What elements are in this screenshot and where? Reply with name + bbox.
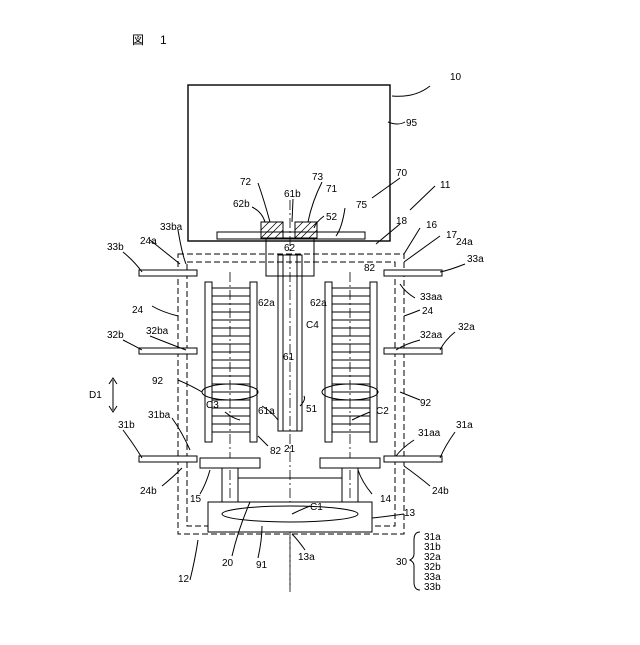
label-24-right: 24: [422, 306, 434, 317]
label-31a: 31a: [456, 420, 473, 431]
direction-arrow-D1: [109, 378, 117, 412]
label-33ba: 33ba: [160, 222, 183, 233]
label-71: 71: [326, 184, 338, 195]
label-15: 15: [190, 494, 202, 505]
list-30: 31a 31b 32a 32b 33a 33b: [424, 532, 441, 593]
wafer-boat-right: [325, 282, 377, 442]
label-33a: 33a: [467, 254, 484, 265]
label-16: 16: [426, 220, 438, 231]
label-10: 10: [450, 72, 462, 83]
label-24b-right: 24b: [432, 486, 449, 497]
label-24a-right: 24a: [456, 237, 473, 248]
label-13a: 13a: [298, 552, 315, 563]
label-D1: D1: [89, 390, 102, 401]
label-20: 20: [222, 558, 234, 569]
label-72: 72: [240, 177, 252, 188]
label-52: 52: [326, 212, 338, 223]
label-C1: C1: [310, 502, 323, 513]
label-31ba: 31ba: [148, 410, 171, 421]
label-73: 73: [312, 172, 324, 183]
label-C4: C4: [306, 320, 319, 331]
label-82-bottom: 82: [270, 446, 282, 457]
label-13: 13: [404, 508, 416, 519]
brace-30: [410, 532, 420, 590]
label-61: 61: [283, 352, 295, 363]
label-92-left: 92: [152, 376, 164, 387]
wafer-boat-left: [205, 282, 257, 442]
label-32a: 32a: [458, 322, 475, 333]
label-24a-left: 24a: [140, 236, 157, 247]
label-95: 95: [406, 118, 418, 129]
label-31aa: 31aa: [418, 428, 441, 439]
pedestal-15: [200, 458, 260, 468]
label-14: 14: [380, 494, 392, 505]
label-91: 91: [256, 560, 268, 571]
label-12: 12: [178, 574, 190, 585]
label-32aa: 32aa: [420, 330, 443, 341]
label-33b: 33b: [107, 242, 124, 253]
figure-title: 図 1: [132, 33, 169, 47]
label-32b: 32b: [107, 330, 124, 341]
label-75: 75: [356, 200, 368, 211]
label-62a-left: 62a: [258, 298, 275, 309]
label-24b-left: 24b: [140, 486, 157, 497]
label-92-right: 92: [420, 398, 432, 409]
label-62b: 62b: [233, 199, 250, 210]
pedestal-14: [320, 458, 380, 468]
label-11: 11: [440, 180, 451, 191]
label-61a: 61a: [258, 406, 275, 417]
label-C3: C3: [206, 400, 219, 411]
label-30: 30: [396, 557, 408, 568]
label-C2: C2: [376, 406, 389, 417]
label-31b: 31b: [118, 420, 135, 431]
label-62: 62: [284, 243, 296, 254]
list-30-item: 33b: [424, 582, 441, 593]
label-51: 51: [306, 404, 318, 415]
label-32ba: 32ba: [146, 326, 169, 337]
label-21: 21: [284, 444, 296, 455]
label-70: 70: [396, 168, 408, 179]
label-24-left: 24: [132, 305, 144, 316]
label-82-top: 82: [364, 263, 376, 274]
label-33aa: 33aa: [420, 292, 443, 303]
side-pipes: [139, 270, 442, 462]
label-62a-right: 62a: [310, 298, 327, 309]
upper-chamber-10: [188, 85, 390, 241]
label-61b: 61b: [284, 189, 301, 200]
label-18: 18: [396, 216, 408, 227]
